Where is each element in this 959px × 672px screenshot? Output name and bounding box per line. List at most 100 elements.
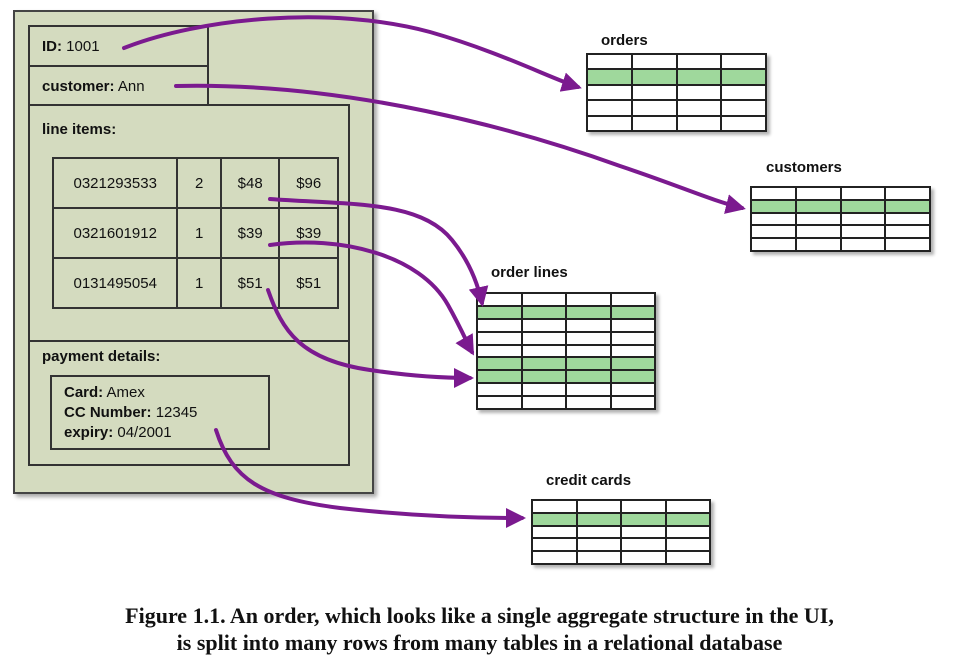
expiry-label: expiry: <box>64 424 114 441</box>
table-cell <box>531 537 578 553</box>
table-cell <box>609 343 656 359</box>
table-cell <box>586 114 633 133</box>
payment-details-label: payment details: <box>42 348 161 365</box>
table-cell <box>839 198 887 214</box>
line-item-isbn: 0321293533 <box>51 157 179 209</box>
table-cell <box>620 537 667 553</box>
card-label: Card: <box>64 384 104 401</box>
line-item-row: 0131495054 1 $51 $51 <box>51 257 339 309</box>
highlighted-row <box>586 68 767 86</box>
table-cell <box>839 237 887 252</box>
table-cell <box>565 292 612 307</box>
table-cell <box>476 330 523 346</box>
expiry-line: expiry: 04/2001 <box>64 424 172 441</box>
table-cell <box>664 511 711 527</box>
orders-table <box>586 52 767 133</box>
line-item-total: $39 <box>278 207 339 259</box>
highlighted-row <box>531 511 711 527</box>
table-cell <box>575 499 622 514</box>
line-item-quantity: 2 <box>176 157 222 209</box>
table-cell <box>476 317 523 333</box>
table-cell <box>476 356 523 372</box>
table-cell <box>565 382 612 397</box>
table-cell <box>531 511 578 527</box>
expiry-value: 04/2001 <box>117 424 172 441</box>
table-cell <box>520 382 567 397</box>
table-row <box>531 524 711 540</box>
table-cell <box>586 68 633 86</box>
table-cell <box>476 343 523 359</box>
table-cell <box>476 382 523 397</box>
table-cell <box>586 83 633 102</box>
table-cell <box>609 330 656 346</box>
cc-number-label: CC Number: <box>64 404 152 421</box>
table-row <box>750 237 931 252</box>
line-item-total: $51 <box>278 257 339 309</box>
table-cell <box>884 224 931 240</box>
table-cell <box>531 499 578 514</box>
id-value: 1001 <box>66 38 100 55</box>
table-cell <box>520 317 567 333</box>
table-row <box>586 114 767 133</box>
order-lines-table-title: order lines <box>491 264 568 281</box>
id-label: ID: <box>42 38 62 55</box>
table-cell <box>664 537 711 553</box>
customers-table <box>750 186 931 252</box>
table-cell <box>575 524 622 540</box>
table-cell <box>884 186 931 201</box>
line-item-row: 0321601912 1 $39 $39 <box>51 207 339 259</box>
line-item-total: $96 <box>278 157 339 209</box>
highlighted-row <box>476 356 656 372</box>
table-cell <box>620 511 667 527</box>
table-cell <box>675 99 723 117</box>
table-cell <box>675 68 723 86</box>
caption-line-2: is split into many rows from many tables… <box>176 630 783 655</box>
table-row <box>750 186 931 201</box>
table-row <box>586 83 767 102</box>
table-cell <box>884 237 931 252</box>
table-row <box>586 52 767 71</box>
table-cell <box>794 211 842 227</box>
table-cell <box>476 395 523 410</box>
credit-cards-table <box>531 499 711 565</box>
customer-value: Ann <box>117 78 145 95</box>
table-cell <box>664 524 711 540</box>
table-cell <box>609 382 656 397</box>
id-field-text: ID: 1001 <box>42 38 100 55</box>
table-cell <box>586 99 633 117</box>
table-cell <box>565 317 612 333</box>
table-cell <box>750 211 797 227</box>
line-item-row: 0321293533 2 $48 $96 <box>51 157 339 209</box>
table-cell <box>586 52 633 71</box>
figure-caption: Figure 1.1. An order, which looks like a… <box>0 602 959 656</box>
table-cell <box>531 524 578 540</box>
table-cell <box>630 52 678 71</box>
line-item-price: $48 <box>219 157 281 209</box>
table-cell <box>476 369 523 385</box>
cc-number-line: CC Number: 12345 <box>64 404 197 421</box>
table-row <box>476 395 656 410</box>
table-cell <box>839 186 887 201</box>
table-cell <box>750 198 797 214</box>
line-item-price: $39 <box>219 207 281 259</box>
line-item-price: $51 <box>219 257 281 309</box>
table-cell <box>884 211 931 227</box>
table-cell <box>630 83 678 102</box>
table-cell <box>630 99 678 117</box>
table-cell <box>520 356 567 372</box>
customer-field-text: customer: Ann <box>42 78 145 95</box>
table-cell <box>565 356 612 372</box>
table-cell <box>675 52 723 71</box>
table-cell <box>620 524 667 540</box>
table-cell <box>565 369 612 385</box>
table-cell <box>575 550 622 565</box>
table-cell <box>884 198 931 214</box>
order-lines-table <box>476 292 656 410</box>
line-item-isbn: 0131495054 <box>51 257 179 309</box>
table-cell <box>476 292 523 307</box>
table-cell <box>565 330 612 346</box>
highlighted-row <box>476 304 656 320</box>
line-items-label: line items: <box>42 121 117 138</box>
table-cell <box>750 224 797 240</box>
table-cell <box>531 550 578 565</box>
